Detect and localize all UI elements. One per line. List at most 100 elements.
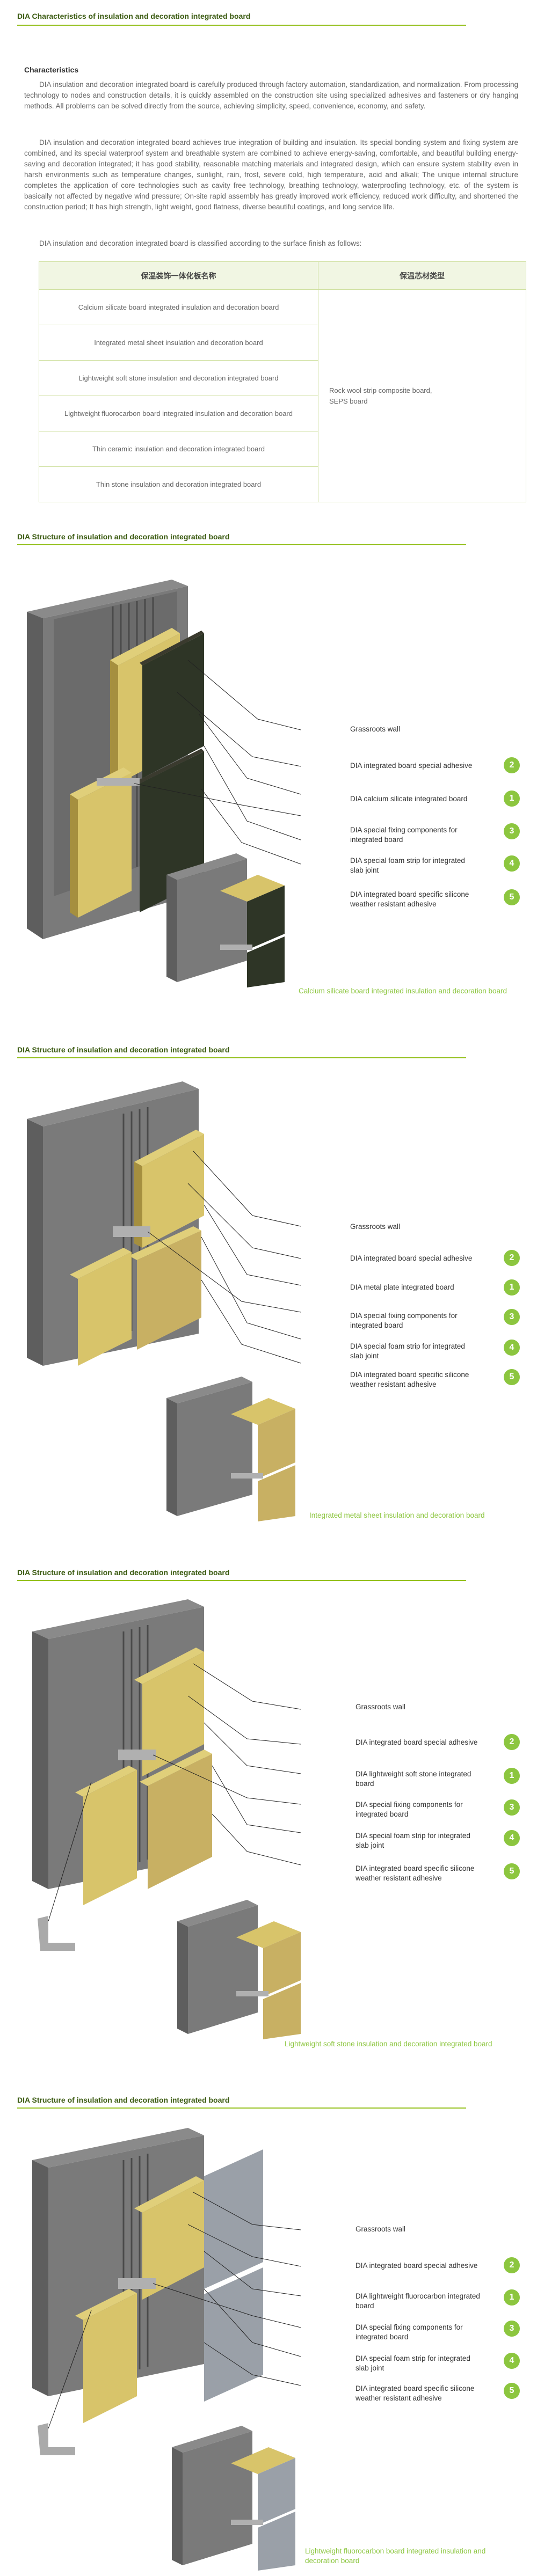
table-header-name: 保温装饰一体化板名称 xyxy=(39,261,318,290)
label-line: board xyxy=(355,1780,374,1788)
section-1-badge-foam: 4 xyxy=(504,855,520,872)
table-row: Lightweight soft stone insulation and de… xyxy=(39,360,526,396)
label-line: board xyxy=(355,2302,374,2310)
section-4-label-grassroots: Grassroots wall xyxy=(355,2225,406,2233)
section-2-label-board: DIA metal plate integrated board xyxy=(350,1283,454,1291)
section-4-label-silicone: DIA integrated board specific silicone w… xyxy=(355,2384,474,2403)
section-1-rule xyxy=(17,544,466,545)
section-4-assembled-diagram xyxy=(172,2426,295,2571)
classification-table: 保温装饰一体化板名称 保温芯材类型 Calcium silicate board… xyxy=(39,261,526,502)
section-3-badge-foam: 4 xyxy=(504,1830,520,1846)
section-1-caption: Calcium silicate board integrated insula… xyxy=(299,987,507,995)
label-line: DIA special fixing components for xyxy=(350,826,458,834)
section-2-label-silicone: DIA integrated board specific silicone w… xyxy=(350,1370,469,1389)
section-2-label-grassroots: Grassroots wall xyxy=(350,1223,401,1231)
table-row: Lightweight fluorocarbon board integrate… xyxy=(39,396,526,431)
section-1-label-foam: DIA special foam strip for integrated sl… xyxy=(350,856,465,875)
section-4-badge-silicone: 5 xyxy=(504,2383,520,2399)
label-line: DIA lightweight soft stone integrated xyxy=(355,1770,471,1778)
label-line: DIA special fixing components for xyxy=(350,1312,458,1320)
section-2-label-fixing: DIA special fixing components for integr… xyxy=(350,1311,458,1330)
section-3-label-foam: DIA special foam strip for integrated sl… xyxy=(355,1831,470,1850)
label-line: DIA special foam strip for integrated xyxy=(350,857,465,865)
table-cell-name: Calcium silicate board integrated insula… xyxy=(39,289,318,325)
section-4-label-fixing: DIA special fixing components for integr… xyxy=(355,2323,463,2342)
section-3-badge-fixing: 3 xyxy=(504,1799,520,1816)
label-line: weather resistant adhesive xyxy=(350,1380,437,1388)
characteristics-title: Characteristics xyxy=(24,65,79,74)
label-line: slab joint xyxy=(355,2364,384,2372)
label-line: DIA integrated board specific silicone xyxy=(355,2384,475,2392)
table-cell-name: Lightweight soft stone insulation and de… xyxy=(39,360,318,396)
section-1-badge-silicone: 5 xyxy=(504,889,520,905)
label-line: slab joint xyxy=(355,1841,384,1849)
section-4-badge-adhesive: 2 xyxy=(504,2257,520,2273)
label-line: DIA special foam strip for integrated xyxy=(350,1342,465,1350)
section-4-heading: DIA Structure of insulation and decorati… xyxy=(17,2096,230,2104)
section-3-label-board: DIA lightweight soft stone integrated bo… xyxy=(355,1769,471,1789)
core-line-2: SEPS board xyxy=(329,397,368,405)
section-4-badge-fixing: 3 xyxy=(504,2321,520,2337)
table-cell-core: Rock wool strip composite board, SEPS bo… xyxy=(318,289,526,502)
section-3-assembled-diagram xyxy=(177,1900,301,2039)
section-4-rule xyxy=(17,2107,466,2109)
label-line: weather resistant adhesive xyxy=(355,2394,442,2402)
table-header-row: 保温装饰一体化板名称 保温芯材类型 xyxy=(39,261,526,290)
label-line: weather resistant adhesive xyxy=(350,900,437,908)
section-1-exploded-diagram xyxy=(27,580,301,939)
table-row: Thin ceramic insulation and decoration i… xyxy=(39,431,526,467)
section-1-label-adhesive: DIA integrated board special adhesive xyxy=(350,762,473,770)
section-2-label-adhesive: DIA integrated board special adhesive xyxy=(350,1254,473,1262)
page-title: DIA Characteristics of insulation and de… xyxy=(17,12,251,20)
table-row: Integrated metal sheet insulation and de… xyxy=(39,325,526,361)
section-3-label-silicone: DIA integrated board specific silicone w… xyxy=(355,1864,474,1883)
section-2-caption: Integrated metal sheet insulation and de… xyxy=(309,1511,485,1519)
section-1-badge-adhesive: 2 xyxy=(504,757,520,773)
section-3-heading: DIA Structure of insulation and decorati… xyxy=(17,1568,230,1577)
section-4-exploded-diagram xyxy=(32,2128,301,2455)
section-2-assembled-diagram xyxy=(166,1377,295,1521)
table-cell-name: Lightweight fluorocarbon board integrate… xyxy=(39,396,318,431)
section-1-assembled-diagram xyxy=(166,853,285,987)
section-3-rule xyxy=(17,1580,466,1581)
table-cell-name: Integrated metal sheet insulation and de… xyxy=(39,325,318,361)
section-3-label-adhesive: DIA integrated board special adhesive xyxy=(355,1738,478,1746)
section-3-label-fixing: DIA special fixing components for integr… xyxy=(355,1800,463,1819)
label-line: DIA integrated board specific silicone xyxy=(355,1864,475,1872)
section-2-badge-board: 1 xyxy=(504,1279,520,1296)
table-row: Calcium silicate board integrated insula… xyxy=(39,289,526,502)
section-2-badge-silicone: 5 xyxy=(504,1369,520,1385)
section-4-badge-board: 1 xyxy=(504,2289,520,2306)
title-rule xyxy=(17,25,466,26)
section-4-label-board: DIA lightweight fluorocarbon integrated … xyxy=(355,2292,480,2311)
label-line: integrated board xyxy=(350,836,403,844)
section-4-badge-foam: 4 xyxy=(504,2353,520,2369)
label-line: integrated board xyxy=(350,1321,403,1329)
section-1-label-silicone: DIA integrated board specific silicone w… xyxy=(350,890,469,909)
section-2-badge-adhesive: 2 xyxy=(504,1250,520,1266)
section-1-badge-fixing: 3 xyxy=(504,823,520,839)
section-1-label-fixing: DIA special fixing components for integr… xyxy=(350,825,458,845)
label-line: integrated board xyxy=(355,1810,409,1818)
caption-line: decoration board xyxy=(305,2557,360,2565)
label-line: DIA integrated board specific silicone xyxy=(350,890,469,898)
table-cell-name: Thin ceramic insulation and decoration i… xyxy=(39,431,318,467)
label-line: DIA special fixing components for xyxy=(355,1801,463,1809)
section-2-rule xyxy=(17,1057,466,1058)
section-4-label-foam: DIA special foam strip for integrated sl… xyxy=(355,2354,470,2373)
section-3-caption: Lightweight soft stone insulation and de… xyxy=(285,2040,492,2048)
table-row: Thin stone insulation and decoration int… xyxy=(39,466,526,502)
label-line: integrated board xyxy=(355,2333,409,2341)
section-4-label-adhesive: DIA integrated board special adhesive xyxy=(355,2262,478,2270)
core-line-1: Rock wool strip composite board, xyxy=(329,386,432,394)
characteristics-paragraph-1: DIA insulation and decoration integrated… xyxy=(24,80,518,110)
table-cell-name: Thin stone insulation and decoration int… xyxy=(39,466,318,502)
section-2-badge-foam: 4 xyxy=(504,1340,520,1356)
section-1-label-grassroots: Grassroots wall xyxy=(350,725,401,733)
section-3-badge-board: 1 xyxy=(504,1768,520,1784)
section-1-label-board: DIA calcium silicate integrated board xyxy=(350,795,468,803)
characteristics-paragraph-3: DIA insulation and decoration integrated… xyxy=(39,239,362,247)
section-1-badge-board: 1 xyxy=(504,791,520,807)
label-line: DIA special fixing components for xyxy=(355,2323,463,2331)
section-3-exploded-diagram xyxy=(32,1599,301,1951)
